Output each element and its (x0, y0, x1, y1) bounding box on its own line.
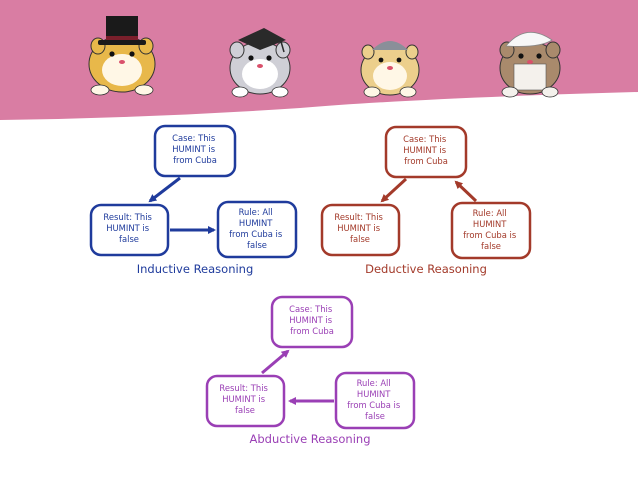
svg-text:Case: This HUMINT is: Case: This HUMINT is from Cuba (172, 133, 218, 165)
svg-text:Result: This HUMINT is: Result: This HUMINT is false (334, 212, 385, 244)
abductive-result-line-2: HUMINT is (222, 394, 265, 404)
deductive-arrow-case-to-result (380, 177, 408, 203)
deductive-rule-line-2: HUMINT (473, 219, 507, 229)
deductive-rule-box (450, 201, 532, 260)
svg-text:Result: This HUMINT is: Result: This HUMINT is false (219, 383, 270, 415)
inductive-case-line-3: from Cuba (173, 155, 217, 165)
deductive-rule-line-1: Rule: All (473, 208, 507, 218)
inductive-case-line-1: Case: This (172, 133, 215, 143)
abductive-diagram: Case: This HUMINT is from Cuba Result: T… (205, 295, 416, 446)
deductive-case-line-2: HUMINT is (403, 145, 446, 155)
abductive-result-line-3: false (235, 405, 255, 415)
svg-text:Case: This HUMINT is: Case: This HUMINT is from Cuba (289, 304, 335, 336)
abductive-rule-box (334, 371, 416, 430)
deductive-diagram: Case: This HUMINT is from Cuba Result: T… (320, 125, 532, 276)
deductive-result-line-3: false (350, 234, 370, 244)
deductive-rule-line-4: false (481, 241, 501, 251)
svg-text:Rule: All HUMINT f: Rule: All HUMINT from Cuba is false (229, 207, 285, 250)
deductive-result-line-2: HUMINT is (337, 223, 380, 233)
inductive-title: Inductive Reasoning (137, 262, 254, 276)
inductive-rule-line-3: from Cuba is (229, 229, 282, 239)
inductive-result-line-1: Result: This (103, 212, 151, 222)
inductive-rule-line-4: false (247, 240, 267, 250)
hamster-graduation-cap-illustration (229, 28, 291, 98)
inductive-result-line-3: false (119, 234, 139, 244)
abductive-rule-line-1: Rule: All (357, 378, 391, 388)
header-banner (0, 0, 638, 120)
abductive-rule-line-2: HUMINT (357, 389, 391, 399)
hamster-top-hat-illustration (88, 16, 156, 96)
inductive-result-box (89, 203, 170, 257)
svg-text:Rule: All HUMINT f: Rule: All HUMINT from Cuba is false (347, 378, 403, 421)
deductive-arrow-rule-to-case (454, 180, 478, 203)
inductive-case-line-2: HUMINT is (172, 144, 215, 154)
hamster-cap-illustration (360, 41, 420, 98)
deductive-case-box (384, 125, 468, 179)
abductive-result-line-1: Result: This (219, 383, 267, 393)
svg-text:Rule: All HUMINT f: Rule: All HUMINT from Cuba is false (463, 208, 519, 251)
banner-background (0, 0, 638, 120)
inductive-rule-line-2: HUMINT (239, 218, 273, 228)
abductive-arrow-result-to-case (261, 349, 290, 375)
abductive-case-line-2: HUMINT is (289, 315, 332, 325)
abductive-title: Abductive Reasoning (249, 432, 370, 446)
inductive-arrow-case-to-result (148, 176, 181, 203)
deductive-case-line-1: Case: This (403, 134, 446, 144)
inductive-rule-line-1: Rule: All (239, 207, 273, 217)
abductive-case-line-3: from Cuba (290, 326, 334, 336)
deductive-result-line-1: Result: This (334, 212, 382, 222)
abductive-case-box (270, 295, 354, 349)
svg-text:Case: This HUMINT is: Case: This HUMINT is from Cuba (403, 134, 449, 166)
deductive-title: Deductive Reasoning (365, 262, 487, 276)
abductive-result-box (205, 374, 286, 428)
svg-text:Result: This HUMINT is: Result: This HUMINT is false (103, 212, 154, 244)
inductive-diagram: Case: This HUMINT is from Cuba Result: T… (89, 124, 298, 276)
deductive-rule-line-3: from Cuba is (463, 230, 516, 240)
abductive-case-line-1: Case: This (289, 304, 332, 314)
deductive-result-box (320, 203, 401, 257)
deductive-case-line-3: from Cuba (404, 156, 448, 166)
abductive-rule-line-3: from Cuba is (347, 400, 400, 410)
inductive-rule-box (216, 200, 298, 259)
inductive-case-box (153, 124, 237, 178)
inductive-result-line-2: HUMINT is (106, 223, 149, 233)
hamster-white-hat-illustration (499, 32, 561, 98)
abductive-rule-line-4: false (365, 411, 385, 421)
